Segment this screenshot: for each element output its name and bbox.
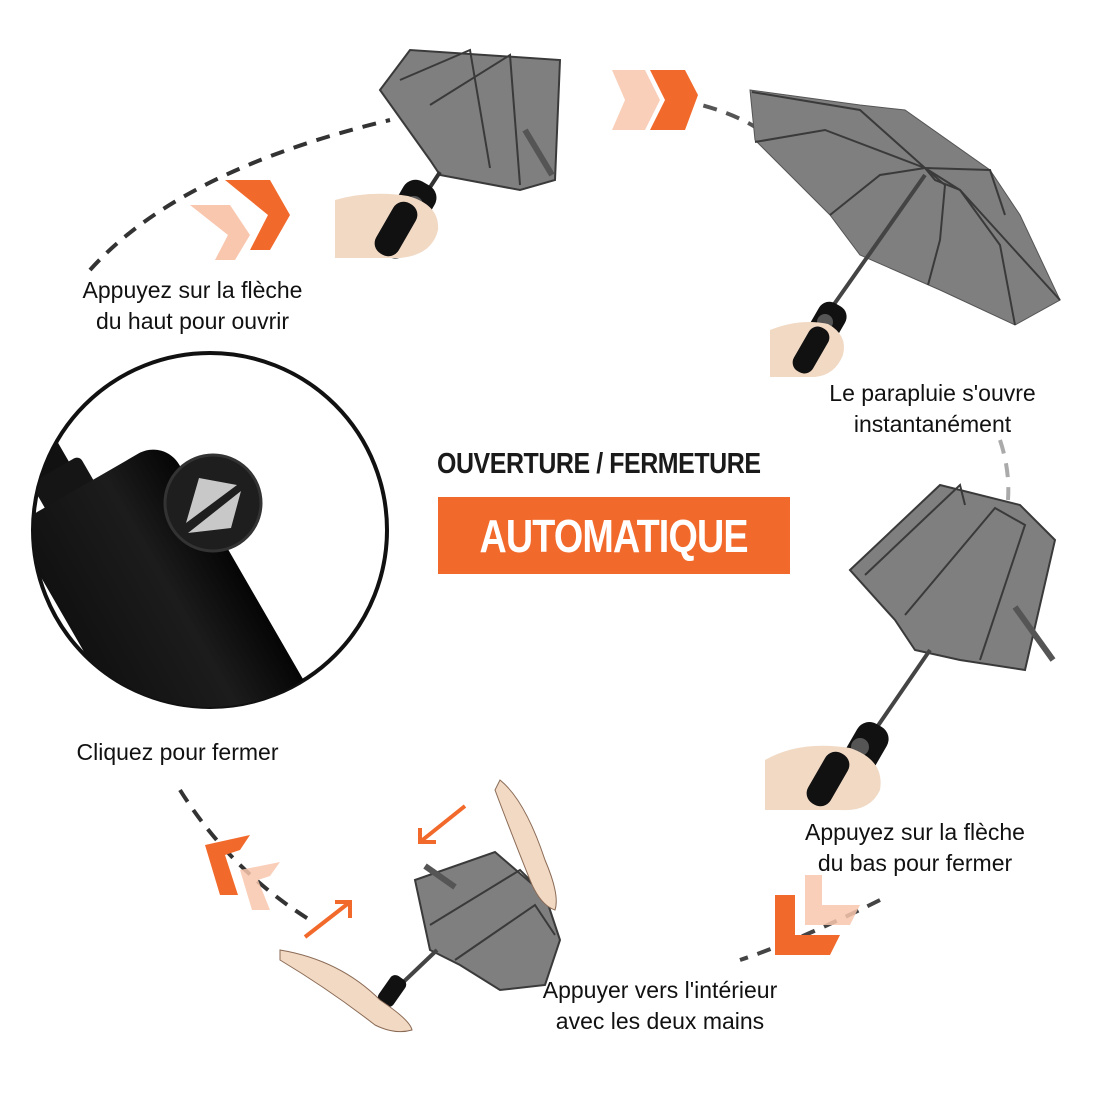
open-umbrella-icon <box>749 89 1061 326</box>
hand-holding-handle-icon <box>335 179 439 259</box>
hands-pushing-icon <box>279 779 557 1033</box>
double-chevron-icon <box>190 180 290 260</box>
automatic-banner: AUTOMATIQUE <box>438 497 790 574</box>
caption-line: du haut pour ouvrir <box>95 308 290 334</box>
caption-line: Appuyez sur la flèche <box>805 819 1025 845</box>
caption-line: Appuyez sur la flèche <box>82 277 303 303</box>
diagonal-arrow-icon <box>303 804 467 939</box>
closed-umbrella-icon <box>378 48 562 197</box>
double-chevron-icon <box>612 70 698 130</box>
closed-umbrella-icon <box>377 850 562 1007</box>
up-down-triangle-button-icon <box>163 453 263 553</box>
caption-press-down: Appuyez sur la flèche du bas pour fermer <box>780 817 1050 879</box>
hand-holding-handle-icon <box>765 721 889 811</box>
caption-push-in: Appuyer vers l'intérieur avec les deux m… <box>515 975 805 1037</box>
caption-line: Le parapluie s'ouvre <box>829 380 1036 406</box>
caption-press-up: Appuyez sur la flèche du haut pour ouvri… <box>55 275 330 337</box>
caption-line: du bas pour fermer <box>817 850 1013 876</box>
caption-line: Appuyer vers l'intérieur <box>542 977 778 1003</box>
caption-line: instantanément <box>853 411 1012 437</box>
caption-line: Cliquez pour fermer <box>76 739 279 765</box>
double-chevron-icon <box>775 875 860 955</box>
double-chevron-icon <box>205 835 280 910</box>
banner-text: AUTOMATIQUE <box>479 509 749 562</box>
closed-umbrella-icon <box>848 483 1057 732</box>
caption-opens: Le parapluie s'ouvre instantanément <box>800 378 1065 440</box>
caption-line: avec les deux mains <box>555 1008 765 1034</box>
hand-holding-handle-icon <box>770 301 847 377</box>
headline-text: OUVERTURE / FERMETURE <box>437 448 761 480</box>
caption-click-close: Cliquez pour fermer <box>55 737 300 768</box>
